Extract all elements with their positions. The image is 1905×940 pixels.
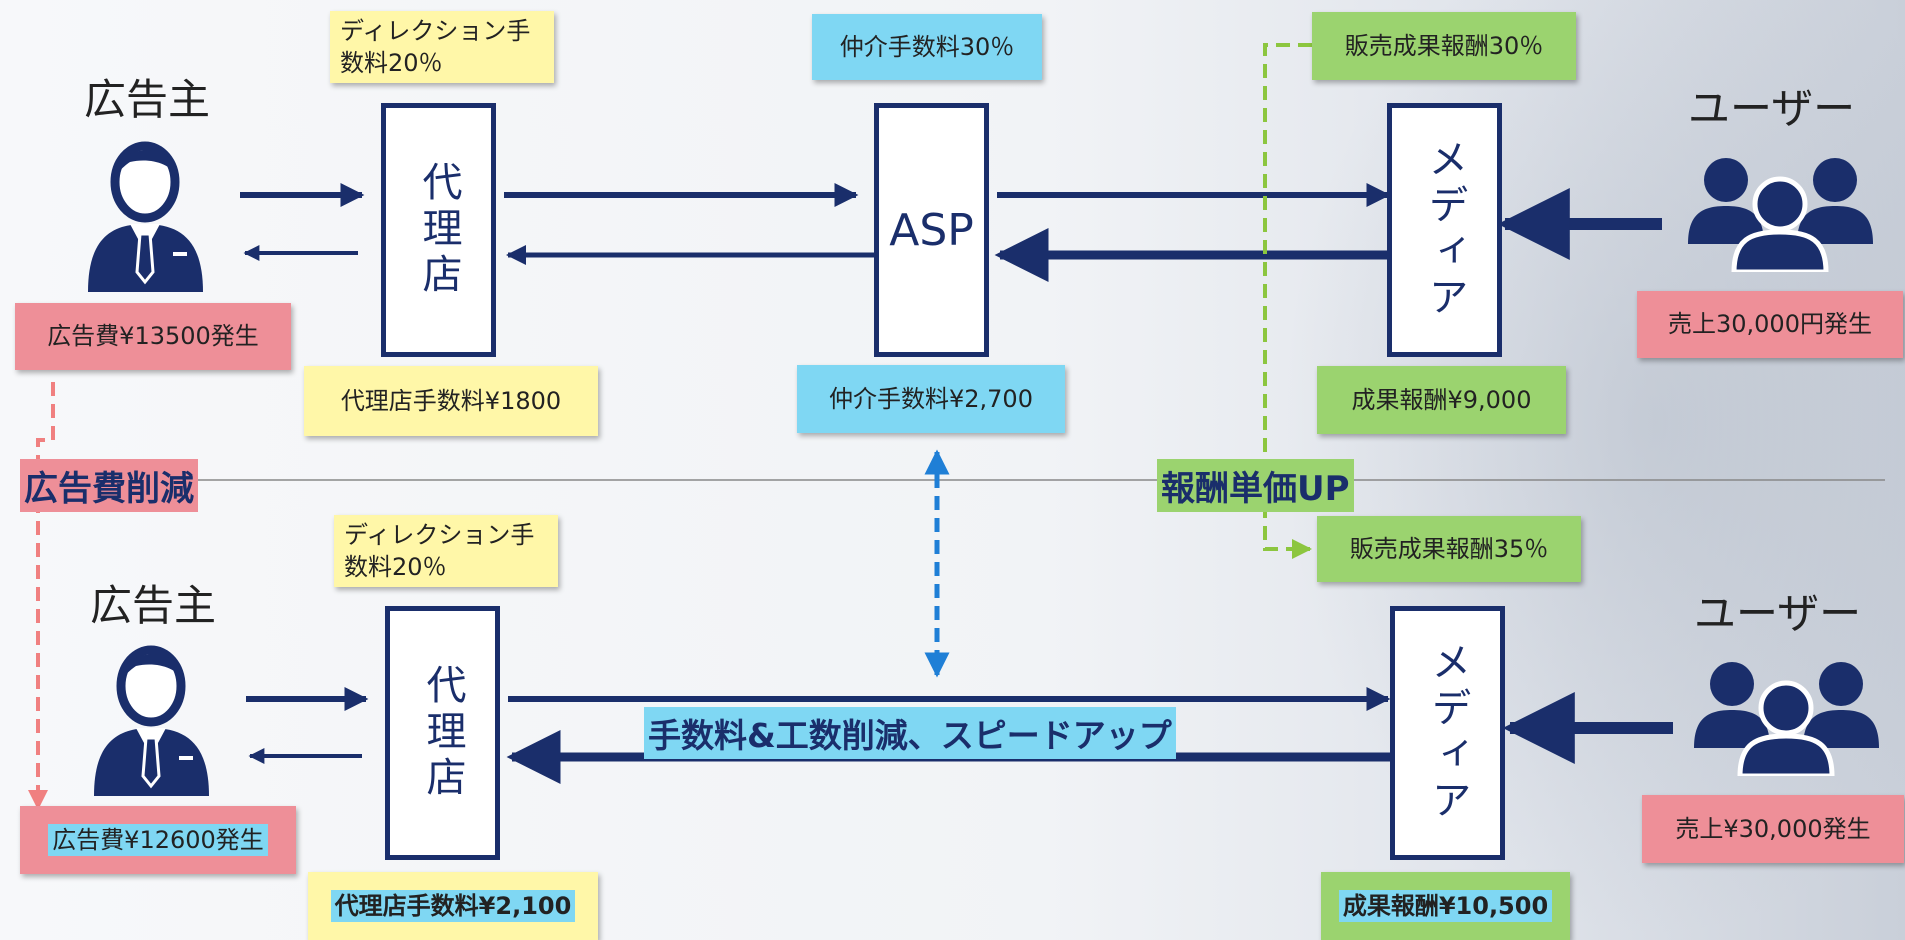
businessman-icon [88, 141, 203, 292]
ad-cost-note-bottom: 広告費¥12600発生 [20, 806, 296, 874]
agency-fee-note-top: 代理店手数料¥1800 [304, 366, 598, 436]
reward-up-tag: 報酬単価UP [1157, 459, 1354, 512]
businessman-icon [94, 645, 209, 796]
asp-box-label: ASP [889, 204, 974, 256]
reward-note-top: 成果報酬¥9,000 [1317, 366, 1566, 434]
direction-fee-note-bottom: ディレクション手数料20％ [334, 515, 558, 587]
ad-cost-note-bottom-text: 広告費¥12600発生 [48, 823, 268, 857]
reward-note-bottom-text: 成果報酬¥10,500 [1338, 889, 1553, 923]
background-decoration [1280, 0, 1905, 940]
broker-fee-rate-note: 仲介手数料30％ [812, 14, 1042, 80]
agency-box-bottom-label: 代理店 [419, 664, 466, 802]
ad-cost-note-top: 広告費¥13500発生 [15, 303, 291, 370]
agency-box-top: 代理店 [381, 103, 496, 357]
user-group-icon [1694, 662, 1879, 776]
direction-fee-note-top: ディレクション手数料20％ [330, 11, 554, 83]
user-label-top: ユーザー [1688, 84, 1856, 133]
ad-cost-reduction-tag: 広告費削減 [20, 459, 198, 512]
agency-fee-note-bottom-text: 代理店手数料¥2,100 [330, 889, 576, 923]
asp-box: ASP [874, 103, 989, 357]
advertiser-label-bottom: 広告主 [90, 581, 217, 630]
media-box-top-label: メディア [1421, 138, 1468, 322]
agency-box-bottom: 代理店 [385, 606, 500, 860]
advertiser-label-top: 広告主 [84, 75, 211, 124]
agency-box-top-label: 代理店 [415, 161, 462, 299]
media-box-bottom-label: メディア [1424, 641, 1471, 825]
sales-note-bottom: 売上¥30,000発生 [1642, 795, 1904, 863]
reward-rate-up-connector [1263, 43, 1312, 559]
user-label-bottom: ユーザー [1694, 589, 1862, 638]
ad-cost-reduction-connector [28, 382, 55, 810]
broker-fee-note: 仲介手数料¥2,700 [797, 365, 1065, 433]
agency-fee-note-bottom: 代理店手数料¥2,100 [308, 872, 598, 940]
media-box-top: メディア [1387, 103, 1502, 357]
sales-note-top: 売上30,000円発生 [1637, 291, 1903, 358]
user-group-icon [1688, 158, 1873, 272]
sales-reward-rate-note-bottom: 販売成果報酬35％ [1317, 516, 1581, 582]
sales-reward-rate-note-top: 販売成果報酬30％ [1312, 12, 1576, 80]
fee-reduction-banner: 手数料&工数削減、スピードアップ [644, 707, 1176, 759]
reward-note-bottom: 成果報酬¥10,500 [1321, 872, 1570, 940]
media-box-bottom: メディア [1390, 606, 1505, 860]
